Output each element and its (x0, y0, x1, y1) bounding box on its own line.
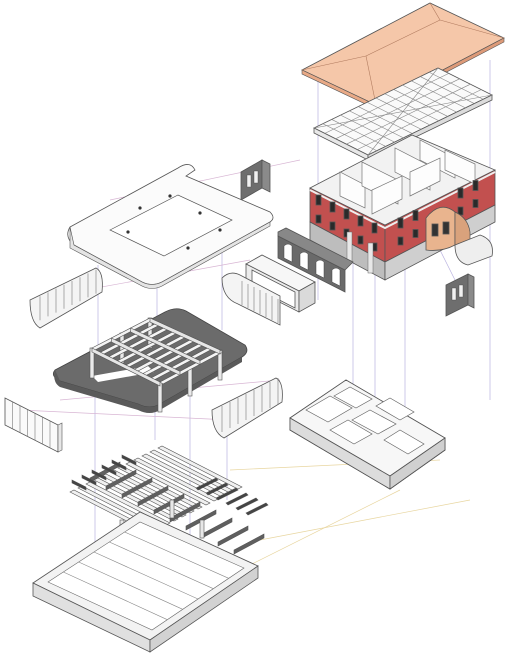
glazed-wall-left (4, 397, 63, 453)
entry-facade-fragment (240, 159, 271, 201)
curved-wall-center (221, 272, 281, 326)
arcade-wall (277, 227, 354, 293)
courtyard-ring-slab (67, 164, 274, 289)
podium-base (32, 511, 259, 653)
side-facade-fragment (445, 273, 475, 317)
house-bay-window (425, 206, 456, 251)
curved-wall-right (211, 377, 283, 439)
historic-house (309, 134, 496, 281)
curved-wall-left (29, 267, 103, 329)
pergola-deck (52, 308, 248, 413)
guide-line (259, 499, 471, 541)
basement-foundation-grid (289, 379, 446, 490)
guide-line (19, 409, 231, 421)
canopy-block (245, 254, 316, 313)
